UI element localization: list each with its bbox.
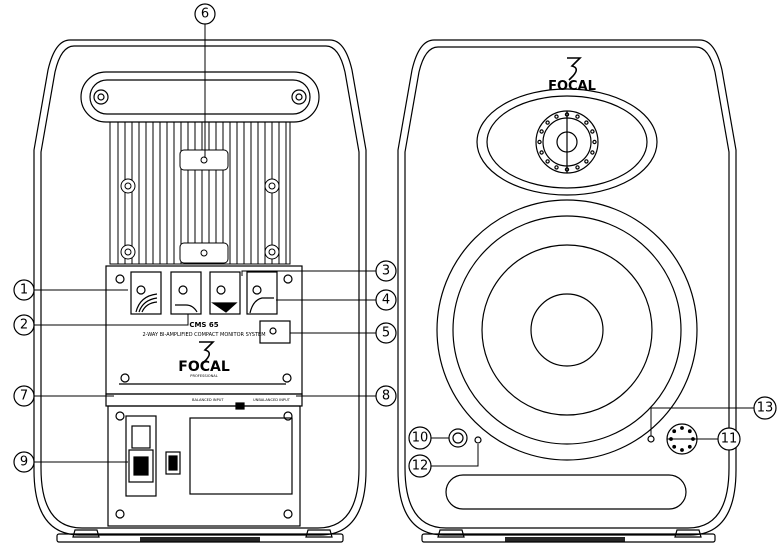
- front-logo: FOCAL: [548, 57, 596, 94]
- led-indicator-right: [647, 435, 655, 443]
- control-box-4: [246, 271, 278, 315]
- callout-8: 8: [382, 389, 390, 404]
- tweeter-grille-hole: [590, 150, 595, 155]
- tweeter-grille-hole: [575, 114, 580, 119]
- tweeter-grille-hole: [545, 120, 550, 125]
- front-port: [445, 474, 687, 510]
- control-box-3: [209, 271, 241, 315]
- rear-feet: [56, 529, 344, 543]
- callout-13: 13: [757, 401, 774, 416]
- rear-top-port: [80, 71, 320, 123]
- model-subtitle: 2-WAY BI-AMPLIFIED COMPACT MONITOR SYSTE…: [142, 332, 265, 338]
- rear-cabinet: [33, 39, 367, 536]
- knob-tick: [687, 429, 692, 434]
- callout-4: 4: [382, 293, 390, 308]
- power-label-plate: [189, 417, 293, 495]
- balanced-input-label: BALANCED INPUT: [192, 398, 224, 402]
- headphone-jack: [448, 428, 468, 448]
- tweeter-grille-hole: [539, 129, 544, 134]
- panel-brand: FOCAL: [178, 359, 230, 375]
- callout-7: 7: [20, 389, 28, 404]
- tweeter-grille-hole: [575, 165, 580, 170]
- callout-10: 10: [412, 431, 429, 446]
- control-box-2: [170, 271, 202, 315]
- callout-leaders: [34, 24, 754, 467]
- callout-numbers: 1 2 3 4 5 6 7 8 9 10 11 12 13: [20, 7, 773, 474]
- tweeter: [476, 88, 658, 196]
- tweeter-grille-hole: [539, 150, 544, 155]
- panel-brand-sub: PROFESSIONAL: [190, 374, 217, 378]
- unbalanced-input-label: UNBALANCED INPUT: [253, 398, 291, 402]
- panel-logo-mark: [199, 341, 215, 365]
- tweeter-grille-hole: [537, 139, 542, 145]
- front-speaker: [397, 39, 737, 543]
- power-section: [107, 405, 301, 527]
- woofer: [436, 199, 698, 461]
- callout-2: 2: [20, 318, 28, 333]
- callout-9: 9: [20, 455, 28, 470]
- callout-11: 11: [721, 432, 738, 447]
- led-indicator-left: [474, 436, 482, 444]
- knob-tick: [680, 426, 684, 430]
- tweeter-grille-hole: [592, 139, 597, 145]
- tweeter-grille-hole: [584, 159, 589, 164]
- power-switch: [165, 451, 181, 475]
- tweeter-grille-hole: [584, 120, 589, 125]
- callout-3: 3: [382, 264, 390, 279]
- knob-tick: [680, 448, 684, 452]
- front-cabinet: [397, 39, 737, 536]
- control-box-1: [130, 271, 162, 315]
- callout-5: 5: [382, 326, 390, 341]
- callout-6: 6: [201, 7, 209, 22]
- callout-12: 12: [412, 459, 429, 474]
- power-inlet: [125, 415, 157, 497]
- knob-tick: [672, 444, 677, 449]
- callout-1: 1: [20, 283, 28, 298]
- heatsink: [109, 121, 291, 265]
- tweeter-grille-hole: [554, 114, 559, 119]
- model-name: CMS 65: [189, 321, 218, 329]
- panel-text: CMS 65 2-WAY BI-AMPLIFIED COMPACT MONITO…: [142, 321, 290, 402]
- callout-circles: [13, 3, 777, 478]
- front-feet-pattern: [505, 537, 625, 542]
- tweeter-grille-hole: [554, 165, 559, 170]
- knob-tick: [672, 429, 677, 434]
- amp-panel: [105, 265, 303, 395]
- tweeter-grille-hole: [545, 159, 550, 164]
- rear-speaker: [33, 39, 367, 543]
- control-box-5: [259, 320, 291, 344]
- knob-tick: [687, 444, 692, 449]
- tweeter-grille-hole: [590, 129, 595, 134]
- front-brand: FOCAL: [548, 79, 596, 94]
